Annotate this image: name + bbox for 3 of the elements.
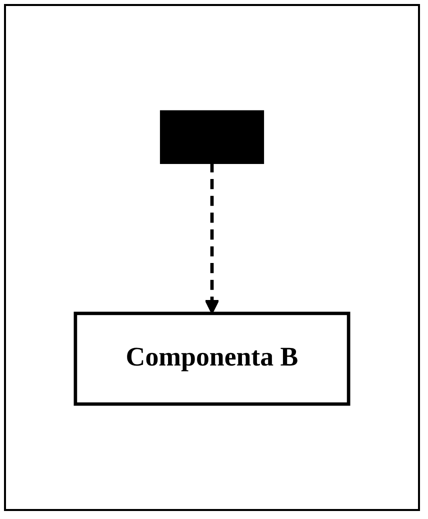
node-box xyxy=(160,110,264,164)
frame-border: Componenta B xyxy=(4,4,420,511)
node-box xyxy=(74,311,350,406)
